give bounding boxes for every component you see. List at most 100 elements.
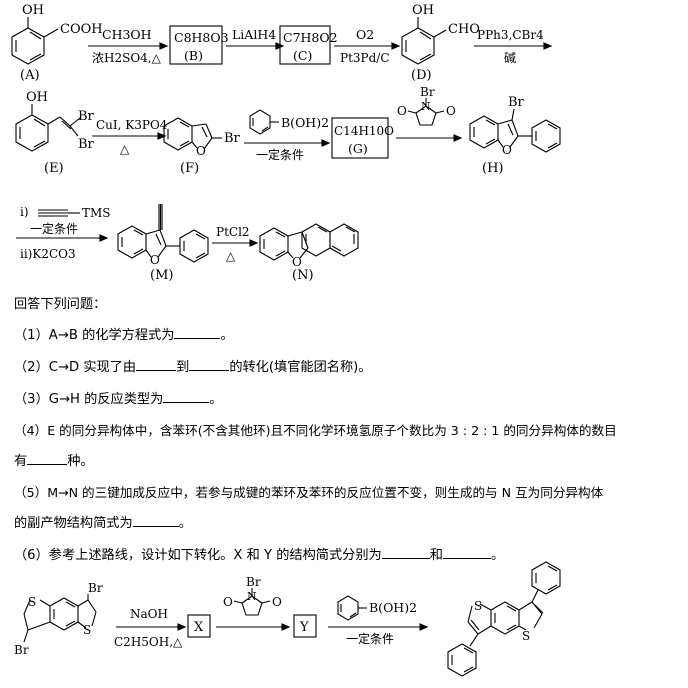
- svg-text:O: O: [292, 255, 302, 269]
- svg-text:Br: Br: [14, 643, 29, 657]
- svg-text:一定条件: 一定条件: [30, 221, 78, 236]
- svg-text:(C): (C): [293, 48, 312, 63]
- compound-A: OH COOH (A): [11, 3, 103, 83]
- svg-text:O: O: [150, 253, 160, 267]
- compound-product: S S: [447, 561, 561, 677]
- svg-text:C8H8O3: C8H8O3: [174, 30, 229, 45]
- arrow-7: i) TMS 一定条件 ii)K2CO3: [16, 205, 111, 261]
- svg-text:CHO: CHO: [448, 22, 480, 37]
- arrow-3: O2 Pt3Pd/C: [334, 27, 401, 65]
- compound-G-box: C14H10O (G): [331, 117, 394, 159]
- compound-F: O Br (F): [163, 117, 241, 176]
- svg-text:Br: Br: [78, 137, 95, 152]
- svg-text:碱: 碱: [504, 51, 516, 65]
- svg-text:O2: O2: [356, 27, 374, 42]
- question-2: （2）C→D 实现了由到的转化(填官能团名称)。: [14, 358, 372, 375]
- svg-text:(G): (G): [348, 141, 368, 156]
- svg-text:(N): (N): [292, 268, 314, 283]
- svg-text:Br: Br: [508, 95, 525, 110]
- svg-text:O: O: [502, 143, 512, 157]
- nbs-row2: Br N O O: [396, 85, 463, 142]
- svg-text:O: O: [446, 104, 456, 118]
- question-5-cont: 的副产物结构简式为。: [14, 514, 192, 531]
- svg-text:Br: Br: [246, 575, 261, 589]
- svg-text:(D): (D): [411, 68, 432, 83]
- arrow-8: PtCl2 △: [212, 225, 259, 263]
- A-group: COOH: [60, 22, 103, 37]
- compound-D: OH CHO (D): [401, 3, 480, 83]
- A-label: (A): [20, 68, 40, 83]
- svg-text:OH: OH: [412, 3, 434, 18]
- svg-text:△: △: [120, 142, 130, 156]
- svg-text:(B): (B): [184, 48, 203, 63]
- svg-text:(F): (F): [180, 161, 199, 176]
- svg-text:N: N: [247, 590, 257, 603]
- compound-B-box: C8H8O3 (B): [169, 25, 229, 65]
- svg-text:CH3OH: CH3OH: [102, 27, 152, 42]
- svg-text:(E): (E): [44, 161, 64, 176]
- svg-text:OH: OH: [26, 90, 48, 105]
- svg-text:C14H10O: C14H10O: [334, 124, 394, 138]
- svg-text:O: O: [397, 104, 407, 118]
- compound-N: O (N): [259, 223, 359, 283]
- svg-text:C2H5OH,△: C2H5OH,△: [114, 635, 183, 649]
- svg-text:O: O: [272, 595, 282, 609]
- svg-text:一定条件: 一定条件: [256, 147, 304, 162]
- svg-text:S: S: [474, 599, 482, 613]
- svg-text:O: O: [223, 595, 233, 609]
- svg-text:X: X: [194, 620, 204, 635]
- svg-text:Br: Br: [88, 581, 103, 595]
- svg-text:Pt3Pd/C: Pt3Pd/C: [340, 51, 390, 65]
- svg-text:Br: Br: [224, 131, 241, 146]
- answer-blank-1: [174, 326, 221, 339]
- svg-text:C7H8O2: C7H8O2: [283, 30, 338, 45]
- question-3: （3）G→H 的反应类型为。: [14, 390, 223, 407]
- box-X: X: [187, 614, 211, 638]
- arrow-10: B(OH)2 一定条件: [328, 595, 429, 646]
- svg-text:TMS: TMS: [82, 206, 111, 220]
- question-1: （1）A→B 的化学方程式为。: [14, 326, 234, 343]
- svg-text:PtCl2: PtCl2: [216, 225, 250, 239]
- svg-text:Br: Br: [420, 85, 435, 99]
- nbs-row6: Br N O O: [216, 575, 291, 631]
- arrow-6: B(OH)2 一定条件: [244, 109, 331, 162]
- answer-blank-2a: [136, 358, 177, 371]
- svg-text:O: O: [196, 144, 206, 158]
- svg-text:i): i): [20, 205, 29, 219]
- compound-M: O (M): [117, 204, 209, 283]
- answer-blank-5: [132, 514, 179, 527]
- svg-text:ii)K2CO3: ii)K2CO3: [20, 247, 76, 261]
- answer-blank-2b: [189, 358, 230, 371]
- arrow-4: PPh3,CBr4 碱: [474, 28, 553, 65]
- compound-E: OH Br Br (E): [15, 90, 95, 176]
- question-6: （6）参考上述路线，设计如下转化。X 和 Y 的结构简式分别为和。: [14, 546, 505, 563]
- svg-text:PPh3,CBr4: PPh3,CBr4: [477, 28, 544, 42]
- svg-text:LiAlH4: LiAlH4: [232, 27, 276, 42]
- arrow-5: CuI, K3PO4 △: [92, 118, 168, 156]
- svg-text:NaOH: NaOH: [130, 607, 168, 621]
- questions-intro: 回答下列问题：: [14, 297, 107, 312]
- compound-H: Br O (H): [469, 95, 561, 176]
- question-5: （5）M→N 的三键加成反应中，若参与成键的苯环及苯环的反应位置不变，则生成的与…: [14, 485, 604, 500]
- arrow-9: NaOH C2H5OH,△: [114, 607, 187, 649]
- arrow-1: CH3OH 浓H2SO4,△: [88, 27, 169, 65]
- answer-blank-6a: [381, 546, 430, 559]
- answer-blank-4: [27, 452, 68, 465]
- svg-text:一定条件: 一定条件: [346, 631, 394, 646]
- question-4-cont: 有种。: [14, 452, 94, 469]
- box-Y: Y: [293, 614, 317, 638]
- svg-text:N: N: [421, 100, 431, 113]
- svg-text:S: S: [83, 623, 91, 637]
- svg-text:Br: Br: [78, 109, 95, 124]
- svg-text:(M): (M): [150, 268, 173, 283]
- answer-blank-3: [163, 390, 210, 403]
- svg-text:CuI, K3PO4: CuI, K3PO4: [96, 118, 168, 132]
- arrow-2: LiAlH4: [226, 27, 285, 50]
- svg-text:(H): (H): [482, 161, 503, 176]
- question-4: （4）E 的同分异构体中，含苯环(不含其他环)且不同化学环境氢原子个数比为 3 …: [14, 423, 617, 438]
- svg-text:B(OH)2: B(OH)2: [281, 115, 329, 130]
- compound-C-box: C7H8O2 (C): [279, 25, 338, 65]
- svg-text:B(OH)2: B(OH)2: [369, 600, 417, 615]
- svg-text:Y: Y: [299, 620, 309, 635]
